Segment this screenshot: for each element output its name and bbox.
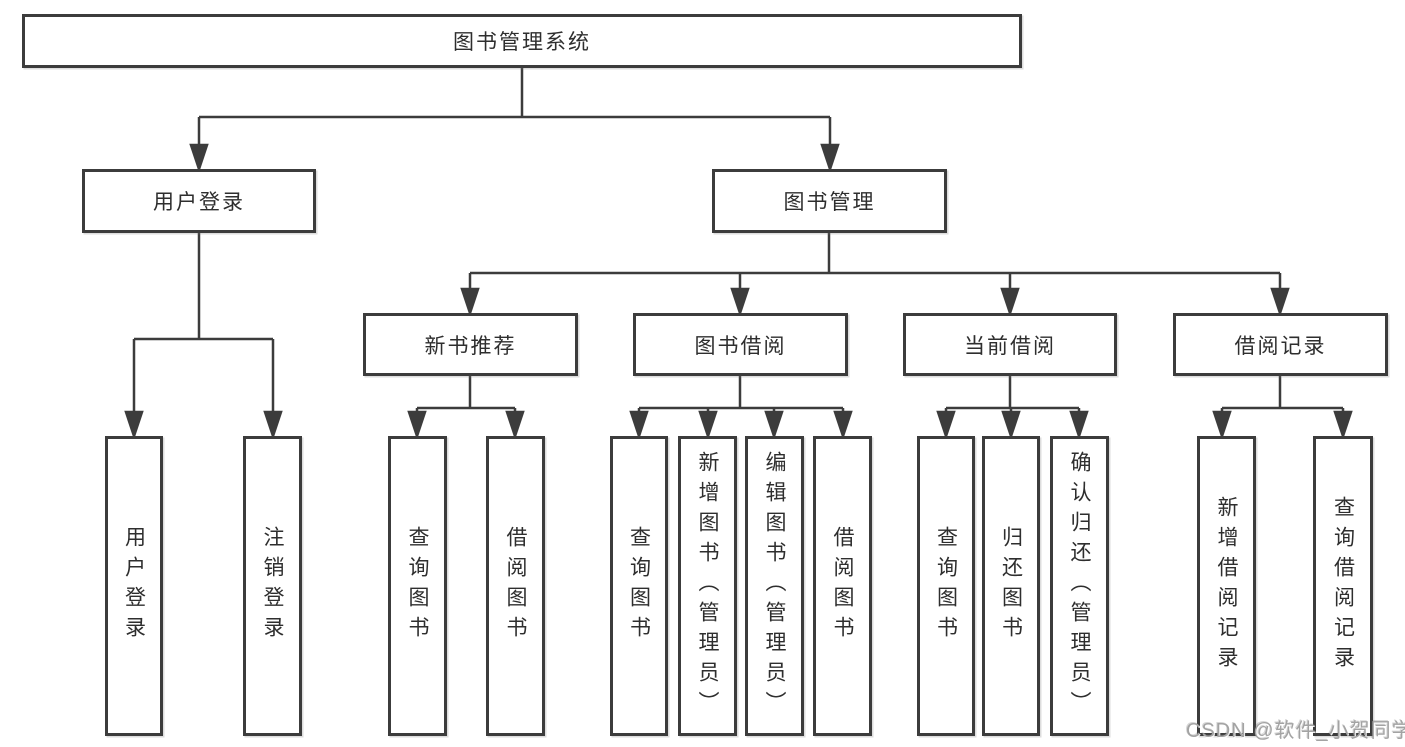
leaf-add-borrow-record: 新增借阅记录	[1197, 436, 1256, 736]
leaf-label: 查询借阅记录	[1331, 496, 1355, 676]
leaf-label: 查询图书	[627, 526, 651, 646]
leaf-label: 归还图书	[999, 526, 1023, 646]
node-label: 新书推荐	[424, 334, 517, 358]
leaf-label: 用户登录	[122, 526, 146, 646]
leaf-label: 注销登录	[261, 526, 284, 646]
leaf-label: 新增图书（管理员）	[696, 451, 719, 721]
leaf-confirm-return-admin: 确认归还（管理员）	[1050, 436, 1109, 736]
leaf-label: 查询图书	[406, 526, 429, 646]
node-user-login: 用户登录	[82, 169, 316, 233]
node-book-management: 图书管理	[712, 169, 947, 233]
leaf-borrow-books-recommend: 借阅图书	[486, 436, 545, 736]
leaf-return-books: 归还图书	[982, 436, 1040, 736]
leaf-label: 确认归还（管理员）	[1068, 451, 1091, 721]
leaf-logout: 注销登录	[243, 436, 302, 736]
leaf-add-book-admin: 新增图书（管理员）	[678, 436, 737, 736]
leaf-user-login: 用户登录	[105, 436, 163, 736]
node-book-borrowing: 图书借阅	[633, 313, 848, 376]
leaf-label: 编辑图书（管理员）	[763, 451, 786, 721]
leaf-query-books-borrow: 查询图书	[610, 436, 668, 736]
node-label: 图书借阅	[694, 334, 787, 358]
leaf-query-books-current: 查询图书	[917, 436, 975, 736]
leaf-label: 查询图书	[934, 526, 958, 646]
csdn-watermark: CSDN @软件_小贺同学	[1186, 720, 1405, 742]
node-label: 图书管理系统	[453, 31, 591, 54]
leaf-borrow-books: 借阅图书	[813, 436, 872, 736]
node-borrowing-records: 借阅记录	[1173, 313, 1388, 376]
node-label: 图书管理	[783, 191, 876, 214]
node-current-borrowing: 当前借阅	[903, 313, 1117, 376]
node-label: 借阅记录	[1234, 334, 1327, 358]
leaf-label: 新增借阅记录	[1215, 496, 1238, 676]
node-label: 用户登录	[153, 191, 245, 214]
leaf-label: 借阅图书	[831, 526, 854, 646]
node-library-management-system: 图书管理系统	[22, 14, 1022, 68]
node-new-book-recommendation: 新书推荐	[363, 313, 578, 376]
node-label: 当前借阅	[964, 334, 1056, 358]
leaf-query-borrow-record: 查询借阅记录	[1313, 436, 1373, 736]
leaf-edit-book-admin: 编辑图书（管理员）	[745, 436, 804, 736]
leaf-query-books-recommend: 查询图书	[388, 436, 447, 736]
leaf-label: 借阅图书	[504, 526, 527, 646]
